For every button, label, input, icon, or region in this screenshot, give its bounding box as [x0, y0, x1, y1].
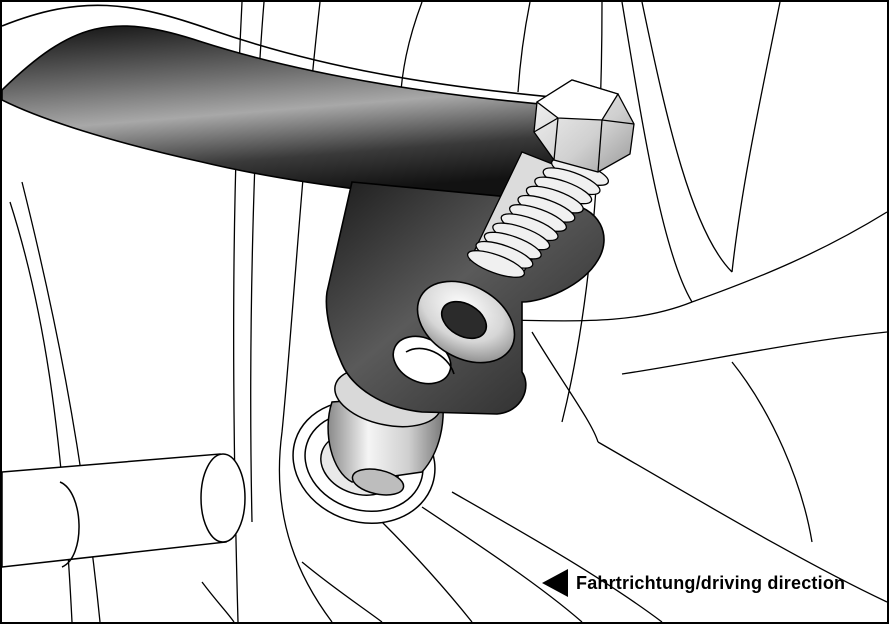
bolt-thread-ring: [466, 250, 526, 278]
left-triangle-arrow-icon: [542, 569, 568, 597]
curved-tube: [2, 4, 563, 209]
left-axle: [2, 453, 246, 568]
bolt: [466, 79, 635, 278]
driving-direction-label: Fahrtrichtung/driving direction: [576, 572, 846, 593]
driving-direction-caption: Fahrtrichtung/driving direction: [542, 568, 845, 598]
washer: [416, 280, 516, 364]
